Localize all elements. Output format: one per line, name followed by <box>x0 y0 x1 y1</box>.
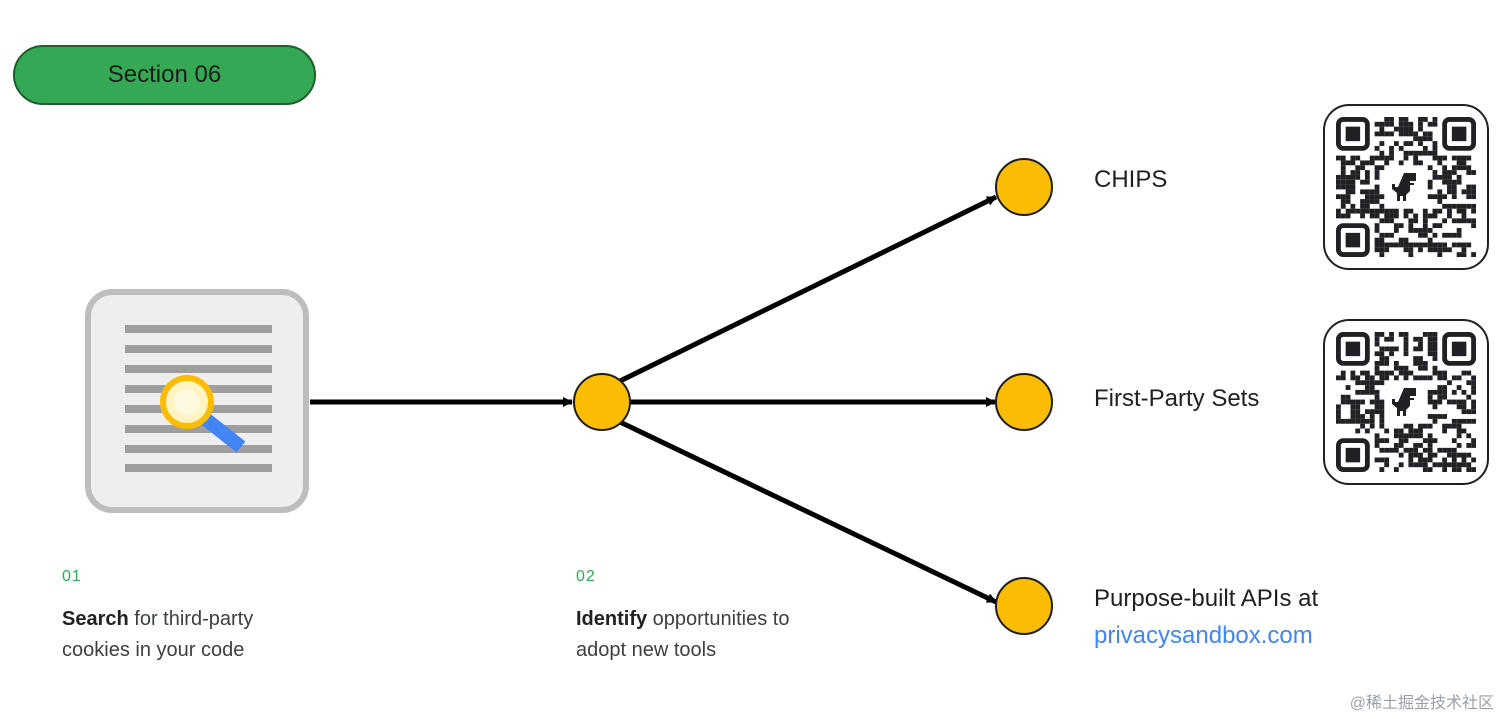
qr-code-icon <box>1336 117 1476 257</box>
step-description: Search for third-party cookies in your c… <box>62 604 253 666</box>
node-chips <box>995 158 1053 216</box>
arrow-to-chips <box>618 194 998 384</box>
qr-code-chips[interactable] <box>1323 104 1489 270</box>
document-search-icon <box>85 289 309 513</box>
step-keyword: Identify <box>576 608 648 630</box>
qr-code-first-party-sets[interactable] <box>1323 319 1489 485</box>
qr-finder-square <box>1336 223 1370 257</box>
arrow-to-purpose-built <box>618 419 998 605</box>
step-text-line2: cookies in your code <box>62 639 245 661</box>
watermark: @稀土掘金技术社区 <box>1349 695 1494 712</box>
qr-finder-square <box>1336 438 1370 472</box>
dino-icon <box>1392 173 1416 201</box>
destination-label-purpose-built: Purpose-built APIs at <box>1094 585 1319 612</box>
step-text-rest: for third-party <box>128 608 254 630</box>
qr-finder-square <box>1442 117 1476 151</box>
qr-finder-square <box>1442 332 1476 366</box>
step-keyword: Search <box>62 608 129 630</box>
dino-icon <box>1392 388 1416 416</box>
step-number: 01 <box>62 568 82 585</box>
node-purpose-built <box>995 577 1053 635</box>
qr-finder-square <box>1336 117 1370 151</box>
qr-finder-square <box>1336 332 1370 366</box>
section-label: Section 06 <box>107 61 222 88</box>
node-identify <box>573 373 631 431</box>
step-description: Identify opportunities to adopt new tool… <box>576 604 789 666</box>
qr-code-icon <box>1336 332 1476 472</box>
step-number: 02 <box>576 568 596 585</box>
step-text-line2: adopt new tools <box>576 639 717 661</box>
destination-label-chips: CHIPS <box>1094 166 1168 193</box>
node-first-party-sets <box>995 373 1053 431</box>
destination-label-first-party-sets: First-Party Sets <box>1094 385 1260 412</box>
step-text-rest: opportunities to <box>647 608 790 630</box>
privacysandbox-link[interactable]: privacysandbox.com <box>1094 622 1313 649</box>
section-badge: Section 06 <box>13 45 316 105</box>
